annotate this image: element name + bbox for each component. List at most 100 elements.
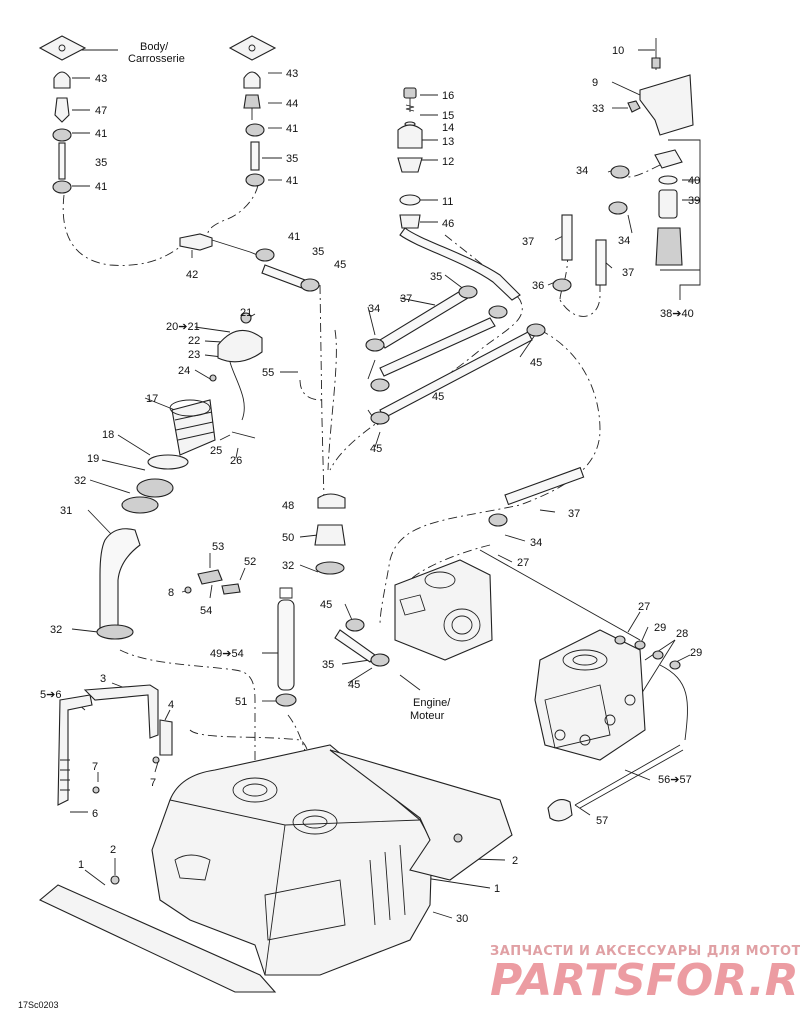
callout: 16: [442, 90, 454, 102]
label-engine-2: Moteur: [410, 710, 445, 722]
text-labels: Body/ Carrosserie Engine/ Moteur 17Sc020…: [18, 41, 451, 1010]
label-body-1: Body/: [140, 41, 169, 53]
clamp-41-d: [245, 173, 265, 187]
clamp-29-b: [669, 660, 681, 670]
callout: 15: [442, 110, 454, 122]
clamp-45-center-r: [526, 323, 546, 337]
clamp-32-pickup: [315, 561, 345, 575]
strap-5-6: [57, 694, 93, 806]
callout: 13: [442, 136, 454, 148]
callout: 47: [95, 105, 107, 117]
vent-cap-43-left: [53, 71, 71, 89]
callout: 30: [456, 913, 468, 925]
callout: 45: [530, 357, 542, 369]
hose-35-left: [58, 142, 66, 180]
figure-code: 17Sc0203: [18, 1000, 59, 1010]
callout: 33: [592, 103, 604, 115]
filler-hose-31: [99, 528, 141, 631]
callout: 45: [320, 599, 332, 611]
callout: 32: [74, 475, 86, 487]
callout: 41: [286, 123, 298, 135]
callout: 1: [78, 859, 84, 871]
callout: 43: [286, 68, 298, 80]
hose-35-lower: [334, 629, 376, 663]
choke-knob-57: [547, 799, 573, 822]
clamp-34-right: [608, 201, 628, 215]
fuel-pump-body: [394, 559, 493, 661]
callout: 35: [95, 157, 107, 169]
callout: 20➔21: [166, 321, 200, 333]
callout: 21: [240, 307, 252, 319]
callout: 10: [612, 45, 624, 57]
fitting-53: [197, 569, 223, 585]
filler-neck-17: [171, 399, 216, 456]
clamp-28: [652, 650, 664, 660]
callout: 29: [654, 622, 666, 634]
hose-37-right-a: [561, 214, 573, 261]
callout: 42: [186, 269, 198, 281]
grommet-50: [314, 524, 346, 546]
callout: 8: [168, 587, 174, 599]
clamp-34-center-b: [370, 378, 390, 392]
screw-25-26: [231, 431, 256, 439]
callout: 7: [150, 777, 156, 789]
callout: 23: [188, 349, 200, 361]
callout: 2: [110, 844, 116, 856]
callout: 35: [322, 659, 334, 671]
callout: 19: [87, 453, 99, 465]
hose-35-center-b: [379, 331, 533, 419]
clamp-41-b: [52, 180, 72, 194]
screw-24: [209, 374, 217, 382]
oring-8: [184, 586, 192, 594]
oring-40: [658, 175, 678, 185]
callout: 37: [400, 293, 412, 305]
callout: 3: [100, 673, 106, 685]
callout: 39: [688, 195, 700, 207]
hose-37-right-b: [595, 239, 607, 286]
fuel-tank-30: [151, 744, 433, 976]
clamp-29-a: [634, 640, 646, 650]
callout: 51: [235, 696, 247, 708]
callout: 41: [95, 128, 107, 140]
clamp-36: [552, 278, 572, 292]
clamp-41-c: [245, 123, 265, 137]
callout: 48: [282, 500, 294, 512]
callout: 32: [50, 624, 62, 636]
callout: 34: [368, 303, 380, 315]
callout: 56➔57: [658, 774, 692, 786]
tether-23: [229, 361, 245, 421]
callout: 35: [286, 153, 298, 165]
cap-16: [403, 87, 417, 99]
grommet-51: [275, 693, 297, 707]
callout: 46: [442, 218, 454, 230]
callout: 45: [370, 443, 382, 455]
bracket-4: [159, 719, 173, 756]
callout: 37: [522, 236, 534, 248]
clamp-45-lower: [345, 618, 365, 632]
choke-cable-56: [574, 744, 681, 806]
callout: 28: [676, 628, 688, 640]
gasket-18: [147, 454, 189, 470]
cap-21: [240, 312, 252, 324]
hose-35-upper: [261, 264, 306, 289]
strap-1-rear: [329, 749, 513, 881]
screw-2-left: [110, 875, 120, 885]
bracket-9: [639, 74, 694, 136]
callout: 17: [146, 393, 158, 405]
callout: 54: [200, 605, 212, 617]
gasket-11: [399, 194, 421, 206]
clamp-45-center: [370, 411, 390, 425]
callout: 5➔6: [40, 689, 61, 701]
callout: 1: [494, 883, 500, 895]
spring-15: [405, 104, 415, 112]
callout: 52: [244, 556, 256, 568]
callout: 34: [530, 537, 542, 549]
clamp-34-center-d: [488, 305, 508, 319]
fitting-52: [221, 583, 241, 595]
body-plate-left: [38, 35, 87, 61]
clamp-41-e: [255, 248, 275, 262]
clamp-41-a: [52, 128, 72, 142]
callout: 41: [95, 181, 107, 193]
callout: 24: [178, 365, 190, 377]
